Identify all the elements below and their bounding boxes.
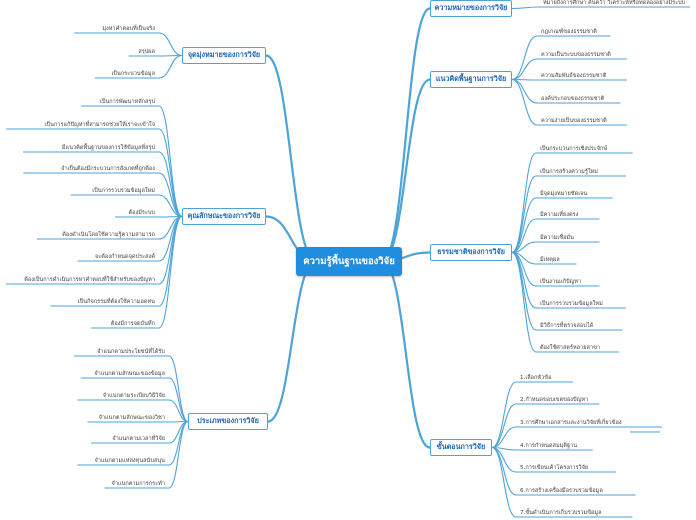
nature-item[interactable]: เป็นการสร้างความรู้ใหม่ [540,169,598,175]
types-item[interactable]: จำแนกตามเวลาที่วิจัย [112,436,165,442]
basic-concepts-item[interactable]: องค์ประกอบของธรรมชาติ [541,96,605,102]
connector-steps-2 [491,426,517,449]
connector-nature-1 [511,175,537,254]
connector-basic_concepts-4 [511,78,538,126]
nature-item[interactable]: มีความเที่ยงตรง [540,212,579,218]
connector-characteristics-1 [158,128,183,218]
branch-basic-concepts[interactable]: แนวคิดพื้นฐานการวิจัย [430,71,512,88]
connector-characteristics-10 [158,215,183,329]
branch-meaning[interactable]: ความหมายของการวิจัย [430,0,512,17]
objectives-item[interactable]: มุ่งหาคำตอบที่เป็นจริง [102,26,155,32]
connector-types-2 [168,399,189,423]
nature-item[interactable]: ต้องใช้ศาสตร์หลายสาขา [540,345,601,351]
objectives-item[interactable]: สรุปผล [138,49,155,55]
basic-concepts-item[interactable]: กฎเกณฑ์ของธรรมชาติ [541,29,597,35]
connector-steps-1 [491,403,517,449]
types-item[interactable]: จำแนกตามแหล่งทุนสนับสนุน [94,458,165,464]
connector-meaning-0 [511,6,540,10]
steps-item[interactable]: 2.กำหนดขอบเขตของปัญหา [520,397,589,403]
characteristics-item[interactable]: เป็นการรวบรวมข้อมูลใหม่ [92,188,155,194]
basic-concepts-item[interactable]: ความง่ายเป็นของธรรมชาติ [541,118,607,124]
connector-characteristics-3 [158,172,183,218]
types-item[interactable]: จำแนกตามระเบียบวิธีวิจัย [102,393,165,399]
connector-steps-4 [491,446,517,473]
connector-nature-3 [511,218,537,254]
connector-lines [6,6,690,518]
characteristics-item[interactable]: จำเป็นต้องมีกระบวนการสังเกตที่ถูกต้อง [61,166,155,172]
connector-objectives-2 [158,54,183,79]
nature-item[interactable]: มีเหตุผล [540,257,560,263]
nature-item[interactable]: มีความเชื่อมั่น [540,235,574,241]
basic-concepts-item[interactable]: ความสัมพันธ์ของธรรมชาติ [541,73,607,79]
steps-item[interactable]: 3.การศึกษาเอกสารและงานวิจัยที่เกี่ยวข้อง [520,420,622,426]
root-topic[interactable]: ความรู้พื้นฐานของวิจัย [296,247,402,276]
types-item[interactable]: จำแนกตามลักษณะของข้อมูล [94,371,165,377]
connector-root-objectives [265,54,317,263]
branch-types[interactable]: ประเภทของการวิจัย [188,413,268,430]
nature-item[interactable]: เป็นการรวบรวมข้อมูลใหม่ [540,301,603,307]
objectives-item[interactable]: เป็นกระบวนข้อมูล [111,71,156,77]
connector-nature-4 [511,241,537,254]
connector-basic_concepts-3 [511,78,538,104]
steps-item[interactable]: 1.เลือกหัวข้อ [520,375,552,381]
connector-root-types [267,259,317,423]
nature-item[interactable]: มีวิธีการที่ตรวจสอบได้ [540,323,594,329]
characteristics-item[interactable]: มีแนวคิดพื้นฐานของการใช้ข้อมูลที่สรุป [61,145,155,151]
connector-types-6 [168,420,189,489]
connector-nature-2 [511,197,537,254]
branch-steps[interactable]: ขั้นตอนการวิจัย [430,439,492,456]
types-item[interactable]: จำแนกตามประโยชน์ที่ได้รับ [97,349,165,355]
steps-item[interactable]: 5.การเขียนเค้าโครงการวิจัย [520,465,589,471]
characteristics-item[interactable]: ต้องมีการจดบันทึก [110,321,155,327]
connector-nature-9 [511,251,537,353]
connector-root-basic_concepts [381,78,431,263]
connector-basic_concepts-1 [511,58,538,81]
connector-characteristics-9 [158,215,183,307]
characteristics-item[interactable]: เป็นกิจกรรมที่ต้องใช้ความอดทน [77,299,155,305]
characteristics-item[interactable]: จะต้องกำหนดจุดประสงค์ [94,254,155,260]
branch-characteristics[interactable]: คุณลักษณะของการวิจัย [182,208,266,225]
characteristics-item[interactable]: ต้องดำเนินโดยใช้ความรู้ความสามารถ [62,232,155,238]
connector-basic_concepts-0 [511,35,538,81]
nature-item[interactable]: เป็นงานแก้ปัญหา [540,279,582,285]
steps-item[interactable]: 4.การกำหนดสมมุติฐาน [520,443,578,449]
branch-objectives[interactable]: จุดมุ่งหมายของการวิจัย [182,47,266,64]
connector-root-meaning [381,7,431,263]
characteristics-item[interactable]: ต้องเป็นการดำเนินการหาคำตอบที่ใช้สำหรับข… [24,277,155,283]
connector-types-1 [168,377,189,423]
connector-objectives-0 [158,32,183,57]
characteristics-item[interactable]: เป็นการพัฒนาหลักสรุป [100,99,155,105]
nature-item[interactable]: มีจุดมุ่งหมายชัดเจน [540,191,588,197]
connector-steps-6 [491,446,517,518]
branch-nature[interactable]: ธรรมชาติของการวิจัย [430,244,512,261]
connector-nature-8 [511,251,537,331]
steps-item[interactable]: 7.ขั้นดำเนินการเก็บรวบรวมข้อมูล [520,510,602,516]
types-item[interactable]: จำแนกตามลักษณะของวิชา [98,415,165,421]
connector-root-steps [381,259,431,449]
types-item[interactable]: จำแนกตามการกระทำ [111,481,165,487]
connector-characteristics-0 [158,105,183,218]
meaning-item[interactable]: หมายถึงการศึกษา ค้นคว้า วิเคราะห์หรือทดล… [543,0,686,6]
connector-nature-0 [511,152,537,254]
characteristics-item[interactable]: ต้องมีระบบ [128,210,155,216]
nature-item[interactable]: เป็นกระบวนการเชิงประจักษ์ [540,146,608,152]
basic-concepts-item[interactable]: ความเป็นระบบของธรรมชาติ [541,52,611,58]
connector-characteristics-4 [158,194,183,218]
characteristics-item[interactable]: เป็นการแก้ปัญหาที่สามารถช่วยให้เราจะเข้า… [44,122,155,128]
steps-item[interactable]: 6.การสร้างเครื่องมือรวบรวมข้อมูล [520,488,603,494]
